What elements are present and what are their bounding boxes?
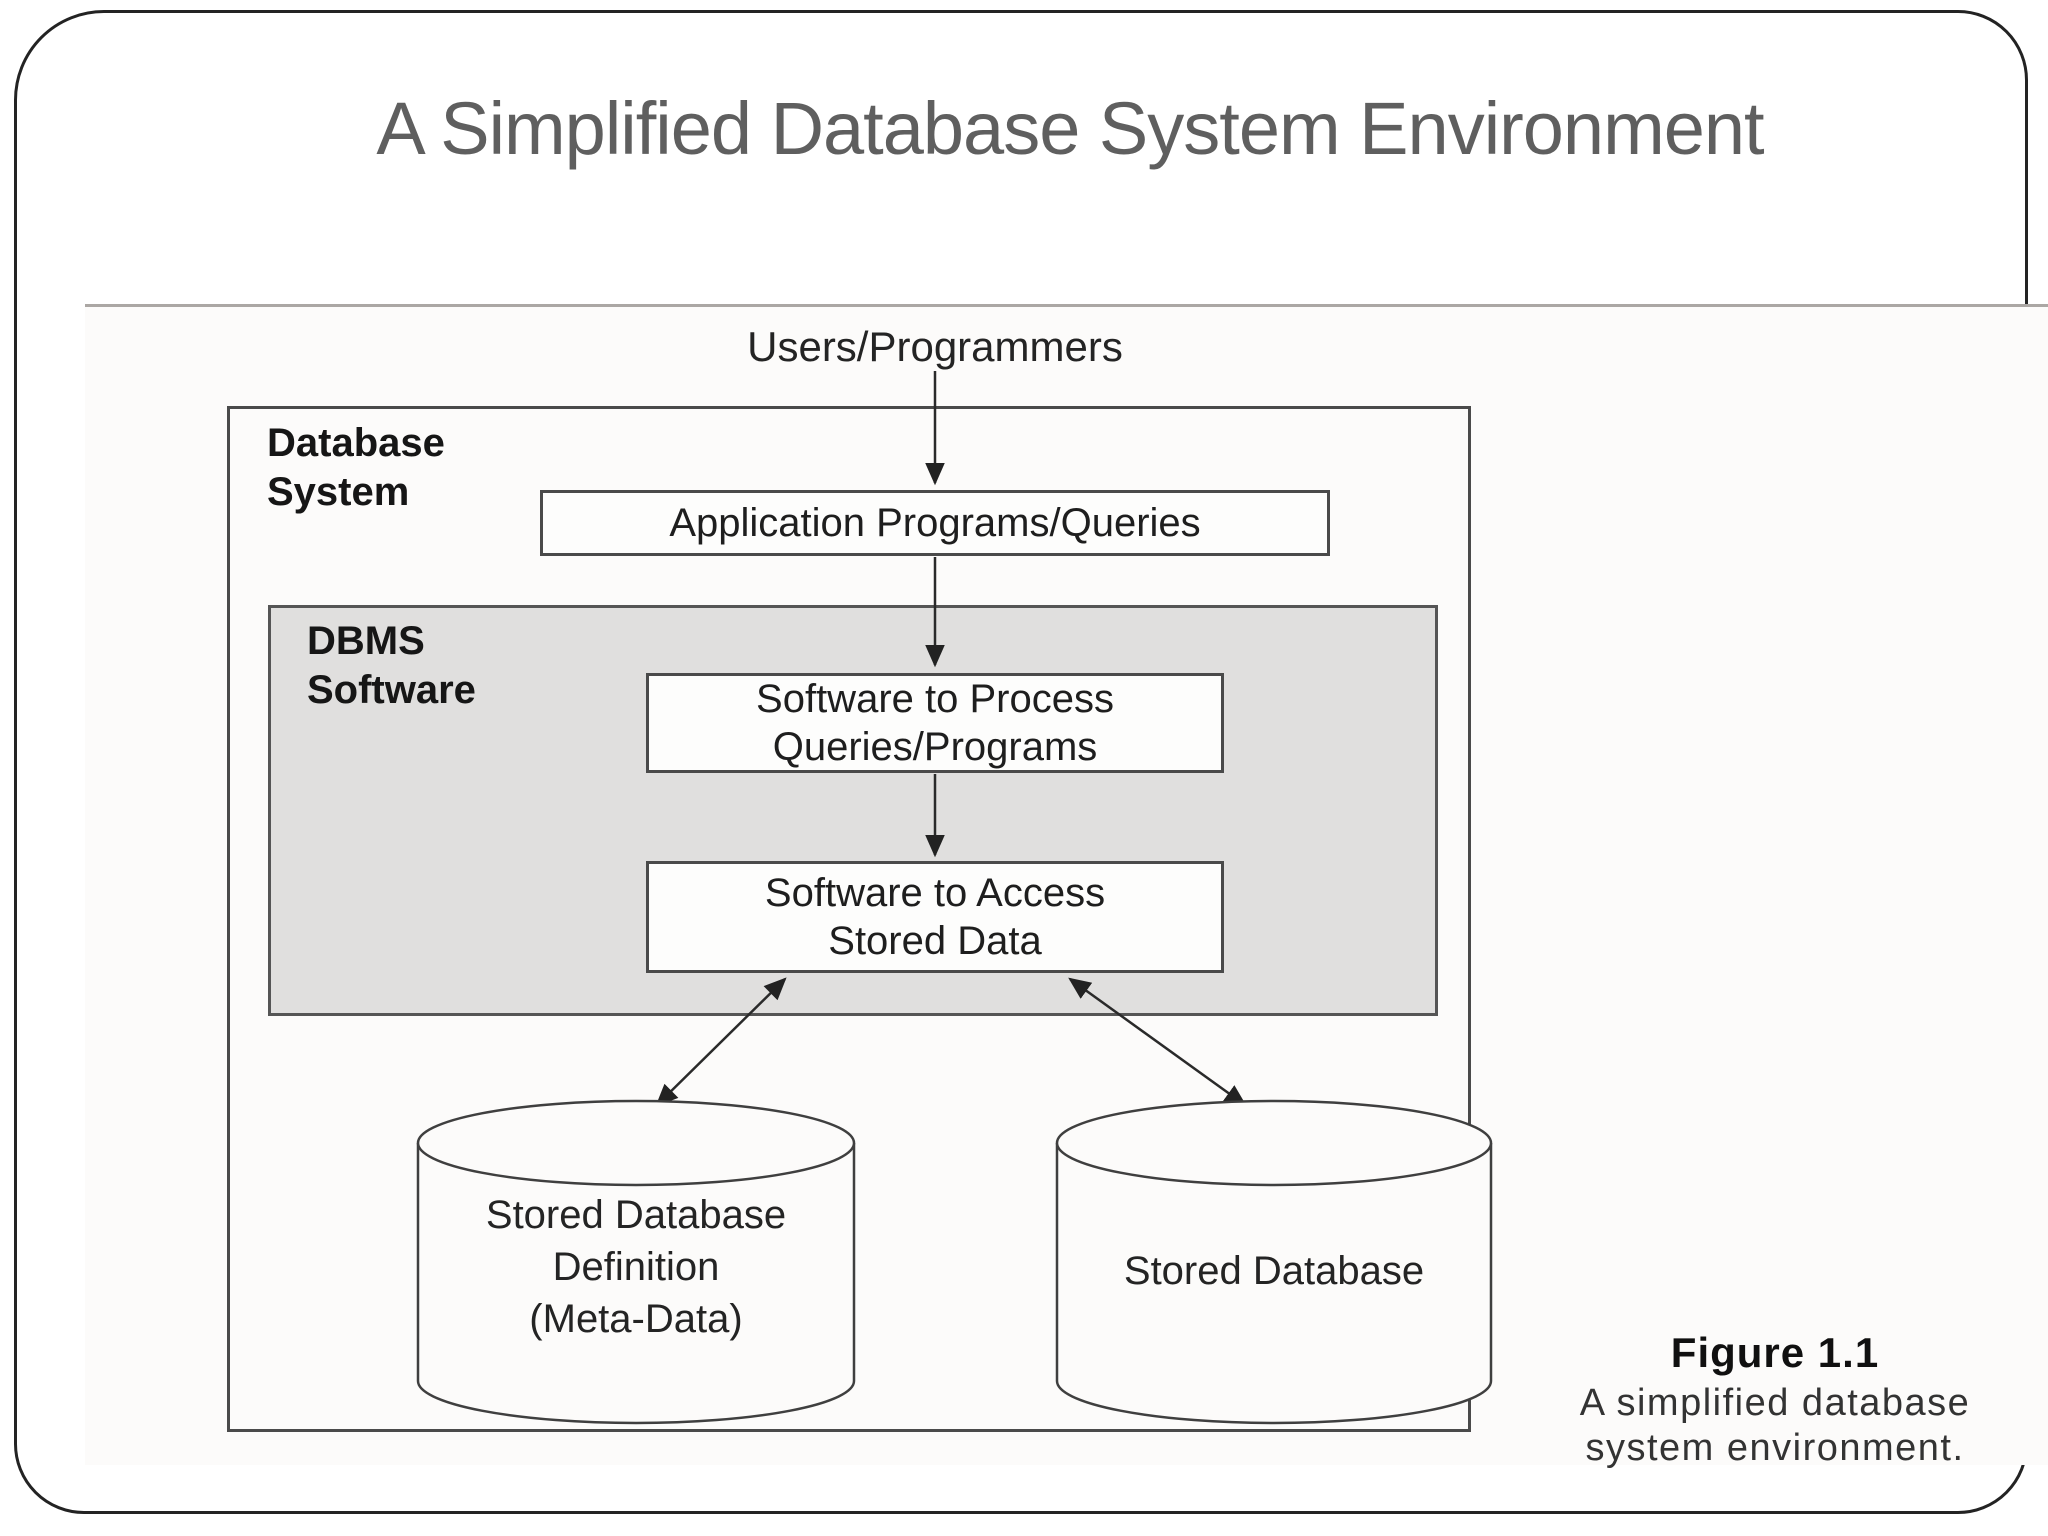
figure-caption-text: A simplified database system environment… (1579, 1382, 1971, 1469)
dbms-software-label: DBMS Software (307, 619, 476, 712)
software-to-process-box: Software to Process Queries/Programs (646, 673, 1224, 773)
metadata-cylinder-label: Stored Database Definition (Meta-Data) (485, 1193, 787, 1341)
slide-title: A Simplified Database System Environment (376, 87, 1764, 170)
database-cylinder-label: Stored Database (1123, 1249, 1425, 1293)
users-programmers-label: Users/Programmers (747, 323, 1123, 370)
database-system-label: Database System (267, 421, 445, 514)
figure-caption: Figure 1.1 A simplified database system … (1485, 1329, 2048, 1471)
database-system-box (227, 406, 1471, 1432)
application-programs-box: Application Programs/Queries (540, 490, 1330, 556)
figure-caption-title: Figure 1.1 (1670, 1329, 1880, 1376)
software-to-access-box: Software to Access Stored Data (646, 861, 1224, 973)
figure-area: Users/Programmers Application Programs/Q… (85, 304, 2048, 1469)
